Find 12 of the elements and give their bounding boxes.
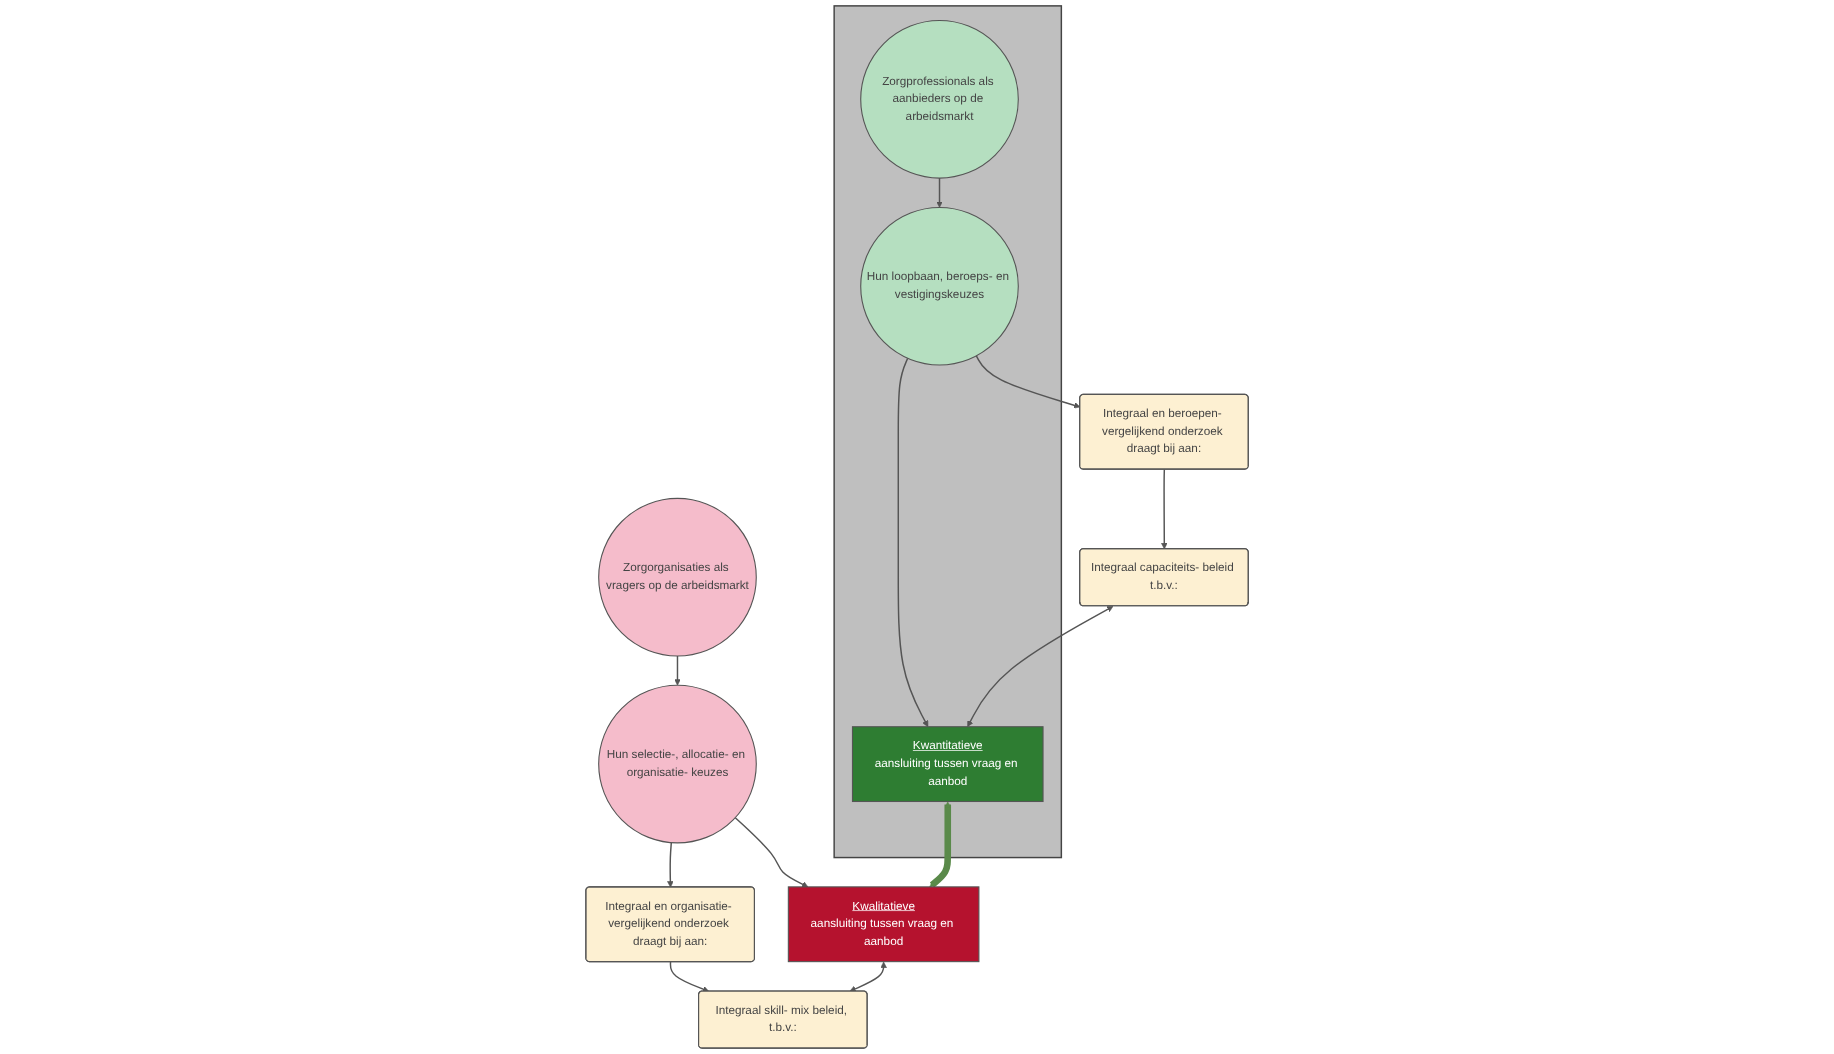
arrow [1161,468,1168,550]
arrow [936,177,943,208]
cluster [833,5,1063,859]
arrow [669,961,709,993]
arrow [929,801,951,888]
arrow [734,816,809,888]
arrow [674,655,681,686]
arrow [975,355,1081,409]
arrow [849,961,887,992]
arrow [897,357,929,727]
arrow [667,841,674,888]
arrow [967,606,1114,727]
